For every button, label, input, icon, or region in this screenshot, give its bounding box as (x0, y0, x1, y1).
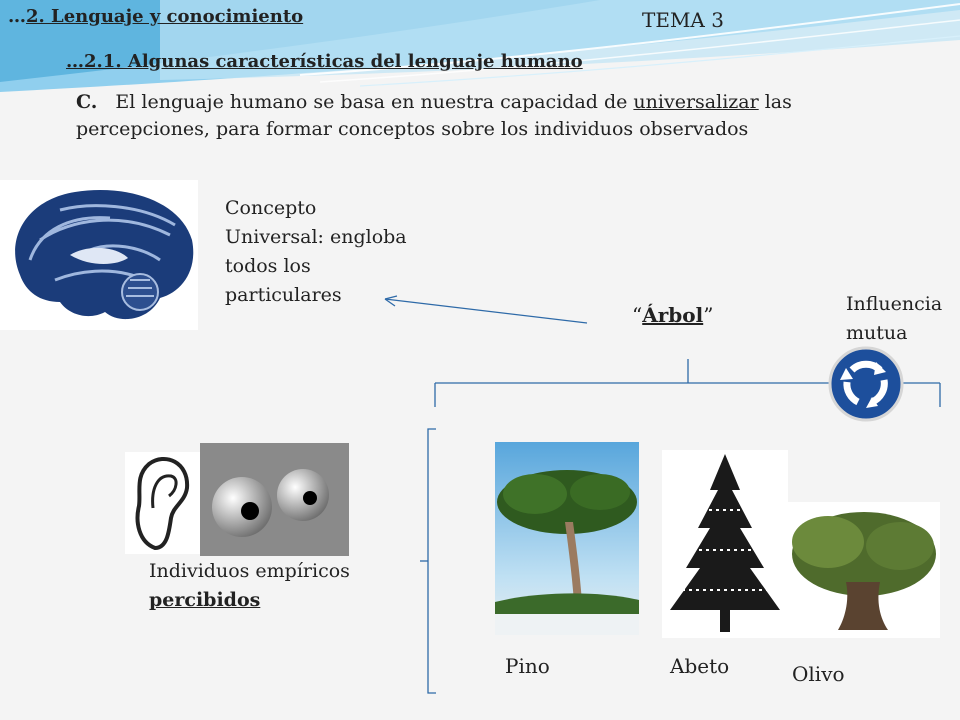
concept-line-2: Universal: engloba (225, 226, 407, 248)
influencia-label: Influencia mutua (846, 290, 960, 348)
header-swoosh (0, 0, 960, 92)
paragraph-text-before: El lenguaje humano se basa en nuestra ca… (115, 91, 634, 113)
tema-label: TEMA 3 (642, 8, 724, 32)
brain-image (0, 180, 198, 330)
influencia-line-2: mutua (846, 322, 908, 344)
individuos-line-2: percibidos (149, 589, 261, 611)
arbol-label: “Árbol” (632, 303, 713, 327)
concept-line-4: particulares (225, 284, 342, 306)
paragraph-text-after: las percepciones, para formar conceptos … (76, 91, 792, 140)
individuos-line-1: Individuos empíricos (149, 560, 350, 582)
olivo-label: Olivo (792, 662, 845, 686)
paragraph-letter: C. (76, 91, 98, 113)
ear-icon (125, 452, 200, 554)
bracket (420, 428, 436, 694)
pino-label: Pino (505, 654, 550, 678)
concept-universal-label: Concepto Universal: engloba todos los pa… (225, 194, 435, 310)
subsection-title-text: …2.1. Algunas características del lengua… (66, 51, 583, 72)
paragraph-underlined: universalizar (633, 91, 759, 113)
eyes-image (200, 443, 349, 556)
section-title-text: 2. Lenguaje y conocimiento (26, 6, 304, 27)
arbol-open-quote: “ (632, 303, 643, 327)
olive-tree-photo (788, 502, 940, 638)
concept-line-1: Concepto (225, 197, 317, 219)
concept-line-3: todos los (225, 255, 311, 277)
individuos-label: Individuos empíricos percibidos (149, 557, 350, 615)
subsection-title: …2.1. Algunas características del lengua… (66, 51, 583, 72)
pine-tree-photo (495, 442, 639, 635)
arbol-word: Árbol (642, 303, 704, 327)
concept-arrow (384, 295, 588, 324)
abeto-label: Abeto (670, 654, 730, 678)
arbol-close-quote: ” (703, 303, 714, 327)
influencia-line-1: Influencia (846, 293, 943, 315)
section-prefix: … (8, 6, 26, 27)
fir-tree-drawing (662, 450, 788, 638)
body-paragraph: C. El lenguaje humano se basa en nuestra … (76, 89, 896, 143)
section-title: …2. Lenguaje y conocimiento (8, 6, 303, 27)
roundabout-sign-icon (828, 346, 904, 422)
